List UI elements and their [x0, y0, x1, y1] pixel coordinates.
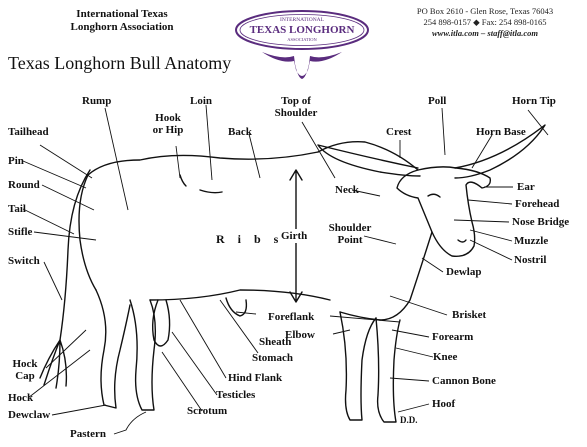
label-dewclaw: Dewclaw [8, 409, 50, 421]
switch-hair [40, 340, 66, 388]
label-nose-bridge: Nose Bridge [512, 216, 569, 228]
front-leg-back [376, 318, 400, 422]
label-pin: Pin [8, 155, 24, 167]
label-hock: Hock [8, 392, 33, 404]
rump-line [79, 175, 96, 290]
label-forehead: Forehead [515, 198, 559, 210]
hind-leg-2 [130, 300, 155, 410]
label-top-of-shoulder: Top of Shoulder [266, 95, 326, 119]
label-neck: Neck [335, 184, 359, 196]
label-horn-base: Horn Base [476, 126, 526, 138]
label-crest: Crest [386, 126, 411, 138]
label-round: Round [8, 179, 40, 191]
label-ribs: R i b s [216, 233, 283, 245]
label-poll: Poll [428, 95, 446, 107]
label-stomach: Stomach [252, 352, 293, 364]
eye [428, 194, 440, 197]
label-tailhead: Tailhead [8, 126, 49, 138]
label-forearm: Forearm [432, 331, 473, 343]
label-sheath: Sheath [259, 336, 291, 348]
label-brisket: Brisket [452, 309, 486, 321]
artist-signature: D.D. [400, 414, 418, 426]
label-hock-cap: Hock Cap [8, 358, 42, 382]
dewlap-line [380, 232, 432, 320]
label-pastern: Pastern [70, 428, 106, 440]
neck-top [318, 142, 418, 170]
label-back: Back [228, 126, 252, 138]
label-stifle: Stifle [8, 226, 32, 238]
label-nostril: Nostril [514, 254, 546, 266]
hind-leg [96, 290, 130, 408]
label-switch: Switch [8, 255, 40, 267]
label-rump: Rump [82, 95, 111, 107]
label-ear: Ear [517, 181, 535, 193]
label-testicles: Testicles [216, 389, 255, 401]
label-knee: Knee [433, 351, 457, 363]
nostril-line [458, 240, 466, 242]
label-hoof: Hoof [432, 398, 455, 410]
front-leg [340, 312, 376, 420]
label-horn-tip: Horn Tip [512, 95, 556, 107]
label-foreflank: Foreflank [268, 311, 314, 323]
belly-line [150, 290, 330, 300]
label-shoulder-point: Shoulder Point [320, 222, 380, 246]
label-tail: Tail [8, 203, 26, 215]
label-loin: Loin [190, 95, 212, 107]
label-dewlap: Dewlap [446, 266, 481, 278]
label-girth: Girth [281, 229, 307, 243]
label-cannon-bone: Cannon Bone [432, 375, 496, 387]
label-hind-flank: Hind Flank [228, 372, 282, 384]
label-hook-or-hip: Hook or Hip [148, 112, 188, 136]
label-scrotum: Scrotum [187, 405, 227, 417]
label-muzzle: Muzzle [514, 235, 548, 247]
back-line [88, 152, 318, 175]
